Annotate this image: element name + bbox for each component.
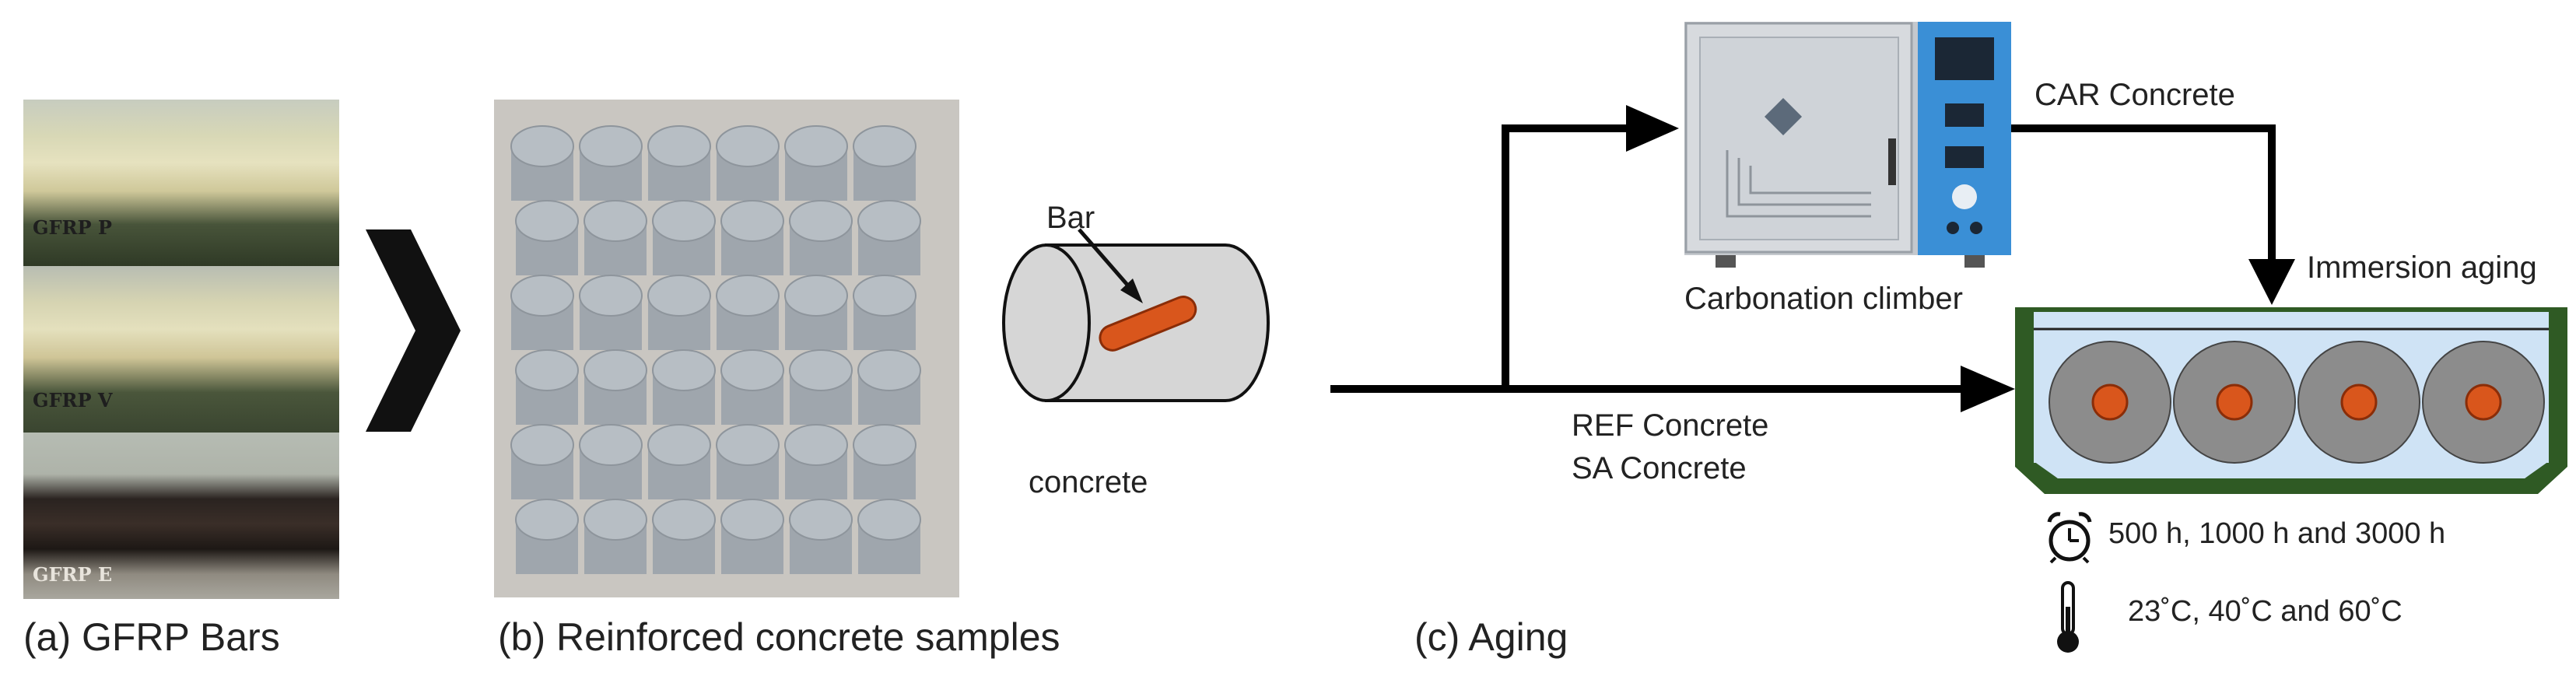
concrete-cylinder-top (789, 349, 853, 391)
caption-a: (a) GFRP Bars (23, 615, 280, 659)
thermometer-icon (2057, 581, 2079, 653)
caption-b: (b) Reinforced concrete samples (498, 615, 1060, 659)
gfrp-v-label: GFRP V (33, 389, 113, 412)
concrete-cylinder-top (720, 200, 784, 242)
aging-time-text: 500 h, 1000 h and 3000 h (2108, 517, 2446, 550)
gfrp-v-bar (23, 266, 339, 433)
immersed-sample (2422, 341, 2545, 464)
immersed-sample (2297, 341, 2420, 464)
concrete-cylinder-top (510, 424, 574, 466)
concrete-cylinder-top (515, 499, 579, 541)
concrete-cylinder-top (579, 125, 643, 167)
concrete-cylinder-top (647, 424, 711, 466)
concrete-cylinder-top (853, 424, 916, 466)
concrete-cylinder-top (784, 125, 848, 167)
concrete-cylinder-top (857, 200, 921, 242)
concrete-cylinder-top (652, 349, 716, 391)
concrete-cylinder-top (515, 349, 579, 391)
concrete-cylinder-top (510, 275, 574, 317)
gfrp-e-label: GFRP E (33, 563, 113, 586)
concrete-cylinder-top (652, 499, 716, 541)
gfrp-bars-photo: GFRP P GFRP V GFRP E (23, 100, 339, 599)
concrete-cylinder-top (853, 125, 916, 167)
specimen-schematic (1002, 228, 1270, 402)
concrete-cylinder-top (853, 275, 916, 317)
chamber-label: Carbonation climber (1684, 282, 1963, 316)
concrete-cylinder-top (515, 200, 579, 242)
concrete-cylinder-top (857, 349, 921, 391)
ref-concrete-label: REF Concrete (1572, 408, 1769, 443)
concrete-label: concrete (1029, 465, 1148, 499)
gfrp-e-bar (23, 433, 339, 599)
immersed-sample (2049, 341, 2171, 464)
gfrp-p-label: GFRP P (33, 216, 112, 239)
bar-label: Bar (1046, 201, 1095, 235)
sa-concrete-label: SA Concrete (1572, 451, 1747, 485)
concrete-cylinder-top (716, 275, 780, 317)
concrete-cylinder-top (647, 275, 711, 317)
concrete-cylinder-top (720, 349, 784, 391)
concrete-cylinder-top (716, 424, 780, 466)
concrete-cylinder-top (789, 200, 853, 242)
concrete-cylinder-top (510, 125, 574, 167)
concrete-cylinder-top (720, 499, 784, 541)
concrete-cylinder-top (579, 424, 643, 466)
concrete-samples-photo (494, 100, 959, 597)
immersion-tank (2015, 307, 2567, 494)
concrete-cylinder-top (584, 499, 647, 541)
concrete-cylinder-top (647, 125, 711, 167)
aging-temperature-text: 23˚C, 40˚C and 60˚C (2128, 595, 2403, 628)
concrete-cylinder-top (652, 200, 716, 242)
immersed-sample (2173, 341, 2296, 464)
alarm-clock-icon (2047, 512, 2092, 564)
concrete-cylinder-top (857, 499, 921, 541)
caption-c: (c) Aging (1414, 615, 1568, 659)
chevron-right-icon (366, 229, 461, 432)
concrete-cylinder-top (784, 424, 848, 466)
concrete-cylinder-top (584, 200, 647, 242)
concrete-cylinder-top (716, 125, 780, 167)
car-concrete-label: CAR Concrete (2035, 78, 2235, 112)
carbonation-chamber (1684, 22, 2011, 268)
concrete-cylinder-top (579, 275, 643, 317)
concrete-cylinder-top (584, 349, 647, 391)
concrete-cylinder-top (789, 499, 853, 541)
concrete-cylinder-top (784, 275, 848, 317)
gfrp-p-bar (23, 100, 339, 266)
tank-label: Immersion aging (2307, 250, 2537, 285)
